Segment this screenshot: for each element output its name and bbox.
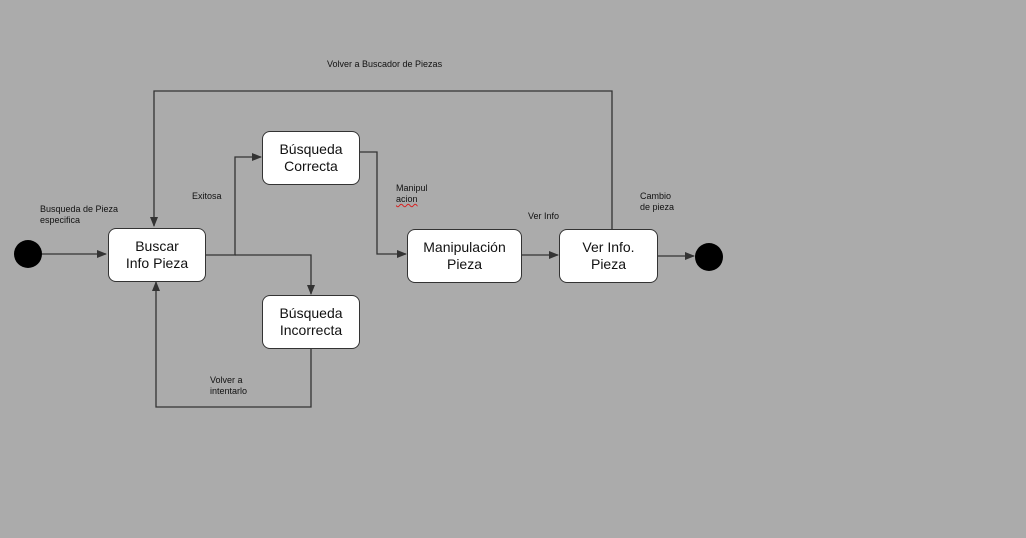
state-busqueda-correcta[interactable]: Búsqueda Correcta [262,131,360,185]
label-text: Ver Info [528,211,560,221]
edge-buscar-to-incorrecta [235,254,315,295]
state-label-line1: Manipulación [423,239,506,255]
label-text-line1: Volver a [210,375,243,385]
label-cambio-de-pieza: Cambio de pieza [640,191,674,213]
label-manipulacion: Manipul acion [396,183,428,205]
label-busqueda-especifica: Busqueda de Pieza especifica [40,204,118,226]
state-label-line1: Búsqueda [279,141,343,157]
state-label-line1: Ver Info. [582,239,635,255]
initial-state-node [14,240,42,268]
label-text-line1: Busqueda de Pieza [40,204,119,214]
label-text: Volver a Buscador de Piezas [327,59,443,69]
label-text-line2: intentarlo [210,386,248,396]
state-label-line2: Pieza [446,256,483,272]
label-text-line2: de pieza [640,202,675,212]
state-label-line1: Búsqueda [279,305,343,321]
final-state-node [695,243,723,271]
state-label-line2: Incorrecta [279,322,343,338]
state-ver-info-pieza[interactable]: Ver Info. Pieza [559,229,658,283]
state-buscar-info-pieza[interactable]: Buscar Info Pieza [108,228,206,282]
edge-buscar-to-correcta [205,153,262,256]
state-label-line2: Info Pieza [125,255,189,271]
edge-verinfo-to-buscar [150,90,613,229]
label-text-line2: especifica [40,215,81,225]
edge-correcta-to-manipulacion [359,151,407,258]
state-label-line2: Correcta [284,158,338,174]
label-text-line2: acion [396,194,418,204]
edge-incorrecta-to-buscar [152,281,312,408]
state-label-line1: Buscar [135,238,179,254]
label-volver-a-intentarlo: Volver a intentarlo [210,375,247,397]
state-manipulacion-pieza[interactable]: Manipulación Pieza [407,229,522,283]
label-text: Exitosa [192,191,222,201]
label-volver-buscador: Volver a Buscador de Piezas [327,59,442,70]
state-label-line2: Pieza [590,256,627,272]
label-text-line1: Manipul [396,183,428,193]
state-busqueda-incorrecta[interactable]: Búsqueda Incorrecta [262,295,360,349]
label-exitosa: Exitosa [192,191,222,202]
label-text-line1: Cambio [640,191,672,201]
label-ver-info: Ver Info [528,211,559,222]
